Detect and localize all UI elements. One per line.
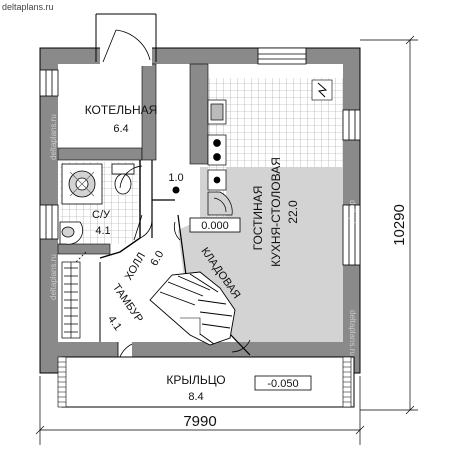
dimension-width: 7990 xyxy=(183,413,216,430)
level-porch: -0.050 xyxy=(267,378,298,390)
windows xyxy=(39,47,361,266)
label-living-name-1: ГОСТИНАЯ xyxy=(251,186,265,251)
watermark-left-2: deltaplans.ru xyxy=(49,114,58,160)
label-porch-area: 8.4 xyxy=(188,391,203,403)
toilet-icon xyxy=(111,163,135,175)
label-boiler-area: 6.4 xyxy=(113,123,128,135)
partition-bath-hall xyxy=(99,160,141,259)
porch-level-box xyxy=(254,375,312,391)
floor-level-box xyxy=(189,217,241,233)
wall-bath-bottom xyxy=(57,243,111,255)
label-bathroom-area: 4.1 xyxy=(95,225,110,237)
label-boiler-name: КОТЕЛЬНАЯ xyxy=(85,103,158,117)
watermark-right-2: deltaplans.ru xyxy=(348,310,357,356)
label-porch-name: КРЫЛЬЦО xyxy=(166,373,225,387)
doors xyxy=(117,165,251,371)
dimension-lines xyxy=(35,35,418,445)
label-living-name-2: КУХНЯ-СТОЛОВАЯ xyxy=(269,157,283,267)
label-living-area: 22.0 xyxy=(286,200,300,224)
bathroom-fixtures xyxy=(59,163,135,245)
level-floor: 0.000 xyxy=(201,220,229,232)
partition-closet xyxy=(151,160,175,238)
electric-panel-icon xyxy=(311,79,333,101)
wall-porch-right xyxy=(132,342,343,357)
wardrobe-icon xyxy=(61,261,81,339)
dimension-depth: 10290 xyxy=(391,204,408,246)
back-entrance-gap xyxy=(100,44,152,66)
back-entrance-frame xyxy=(95,13,157,62)
back-door-arc xyxy=(102,29,151,63)
watermark-left: deltaplans.ru xyxy=(49,254,58,300)
wall-boiler-bottom xyxy=(57,147,143,161)
point-marker xyxy=(172,186,180,194)
watermark-top: deltaplans.ru xyxy=(2,2,54,12)
watermark-right: deltaplans.ru xyxy=(348,200,357,246)
label-closet-area: 1.0 xyxy=(168,172,183,184)
kitchen-fixtures xyxy=(207,99,233,216)
porch-railing xyxy=(57,356,352,408)
staircase xyxy=(149,271,236,346)
wall-porch-left xyxy=(58,342,118,357)
wall-kitchen-left xyxy=(189,63,209,165)
label-bathroom-name: С/У xyxy=(92,209,111,221)
